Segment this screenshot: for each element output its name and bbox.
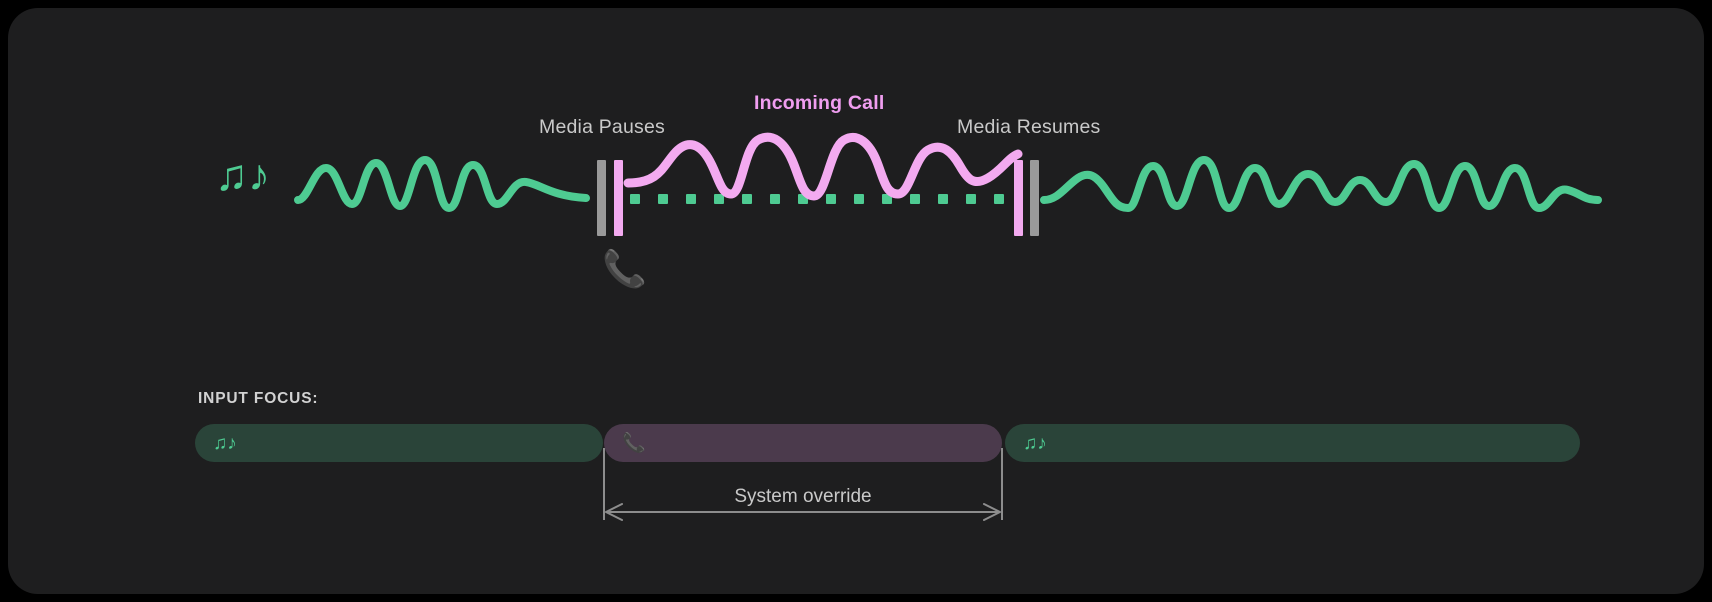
system-override-label: System override: [734, 486, 872, 507]
label-media-resumes: Media Resumes: [957, 116, 1101, 138]
focus-bar-call[interactable]: 📞: [604, 424, 1002, 462]
focus-bar-media-after[interactable]: ♫♪: [1005, 424, 1580, 462]
paused-media-dots: [630, 194, 1004, 204]
resume-marker-pink: [1014, 160, 1023, 236]
label-media-pauses: Media Pauses: [539, 116, 665, 138]
focus-bar-media-before[interactable]: ♫♪: [195, 424, 603, 462]
media-wave-after: [1040, 156, 1602, 212]
call-wave: [623, 132, 1023, 201]
music-notes-icon: ♫♪: [215, 151, 270, 200]
resume-marker-grey: [1030, 160, 1039, 236]
phone-icon: 📞: [622, 432, 646, 454]
label-incoming-call: Incoming Call: [754, 92, 885, 114]
phone-icon: 📞: [602, 248, 647, 289]
measure-arrow-head-left: [605, 503, 623, 521]
diagram-card: Media Pauses Incoming Call Media Resumes…: [8, 8, 1704, 594]
pause-marker-pink: [614, 160, 623, 236]
music-notes-icon: ♫♪: [1023, 432, 1047, 454]
input-focus-title: INPUT FOCUS:: [198, 390, 319, 407]
music-notes-icon: ♫♪: [213, 432, 237, 454]
pause-marker-grey: [597, 160, 606, 236]
measure-arrow-head-right: [983, 503, 1001, 521]
system-override-measure: [603, 448, 1003, 521]
media-wave-before: [294, 156, 590, 212]
